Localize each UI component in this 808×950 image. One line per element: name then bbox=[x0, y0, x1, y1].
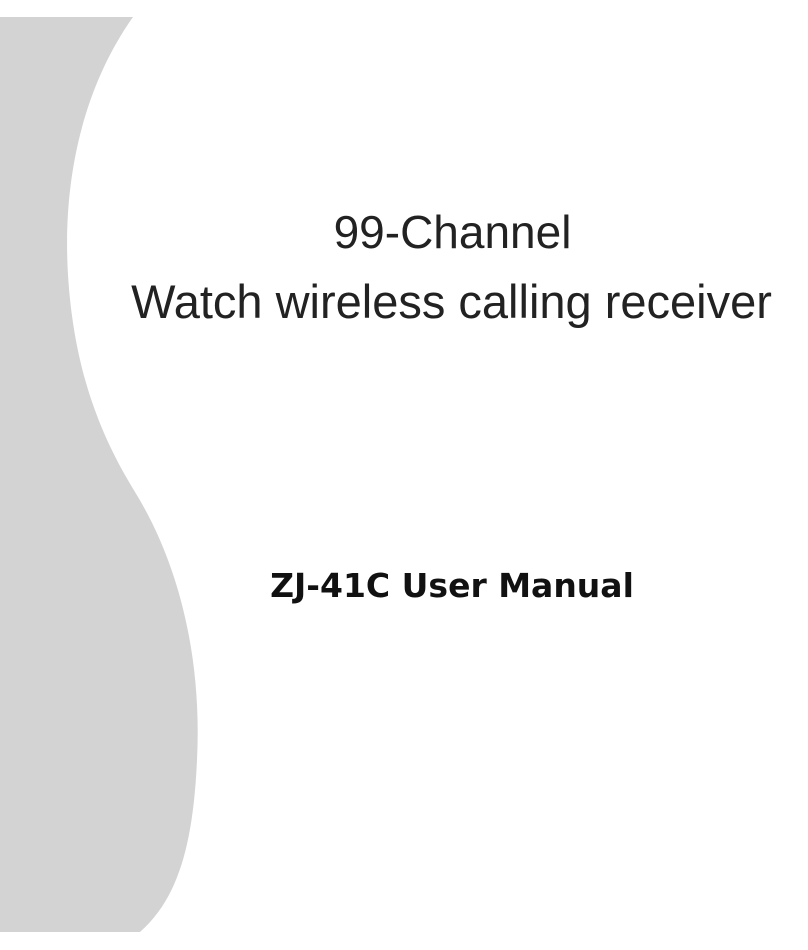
product-title-line-1: 99-Channel bbox=[333, 206, 572, 258]
manual-title: ZJ-41C User Manual bbox=[270, 566, 634, 605]
product-title-line-2: Watch wireless calling receiver bbox=[131, 275, 772, 328]
